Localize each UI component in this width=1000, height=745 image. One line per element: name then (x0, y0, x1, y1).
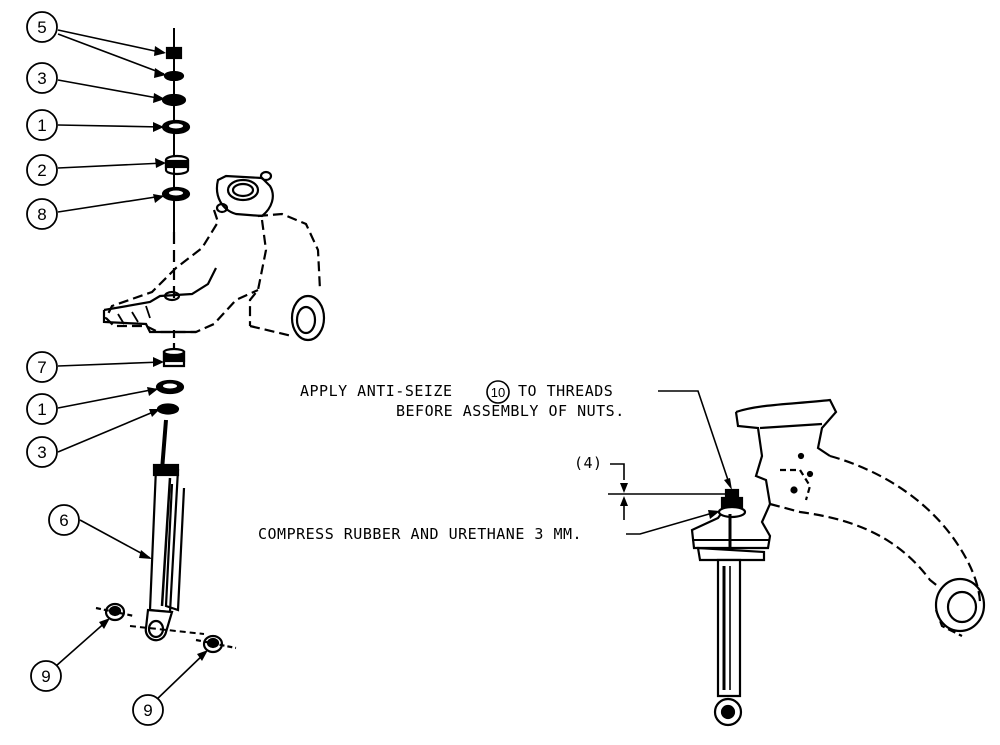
nut-5-upper (165, 46, 183, 60)
steering-knuckle-left (102, 170, 326, 342)
anti-seize-note-line2: BEFORE ASSEMBLY OF NUTS. (396, 402, 625, 420)
anti-seize-note-line1-pre: APPLY ANTI-SEIZE (300, 382, 453, 400)
dimension-reference: (4) (574, 454, 603, 472)
right-arrowheads (620, 478, 732, 519)
bushing-2 (164, 154, 190, 176)
anti-seize-note-line1-post: TO THREADS (518, 382, 614, 400)
shock-absorber-6 (129, 419, 205, 642)
shock-absorber-assembled (713, 488, 747, 727)
callout-10: 10 (491, 385, 505, 400)
steering-knuckle-right (690, 398, 986, 637)
callout-2: 2 (37, 161, 46, 180)
callout-8: 8 (37, 205, 46, 224)
compress-note: COMPRESS RUBBER AND URETHANE 3 MM. (258, 525, 583, 543)
callout-10-circle (486, 380, 510, 404)
callout-9-left: 9 (41, 667, 50, 686)
right-leaders (608, 390, 731, 535)
callout-3-upper: 3 (37, 69, 46, 88)
bushing-9-right (195, 634, 237, 654)
bushing-9-left (95, 602, 135, 622)
washer-3-upper (161, 93, 187, 107)
callout-5: 5 (37, 18, 46, 37)
callout-circles (26, 11, 164, 726)
arrowheads (99, 46, 208, 661)
callout-1-lower: 1 (37, 400, 46, 419)
callout-3-lower: 3 (37, 443, 46, 462)
callout-9-right: 9 (143, 701, 152, 720)
callout-7: 7 (37, 358, 46, 377)
callout-1-upper: 1 (37, 116, 46, 135)
callout-6: 6 (59, 511, 68, 530)
nut-5-lower (163, 70, 185, 82)
washer-3-lower (156, 403, 180, 415)
bushing-7 (162, 347, 186, 368)
leader-lines (55, 29, 207, 703)
